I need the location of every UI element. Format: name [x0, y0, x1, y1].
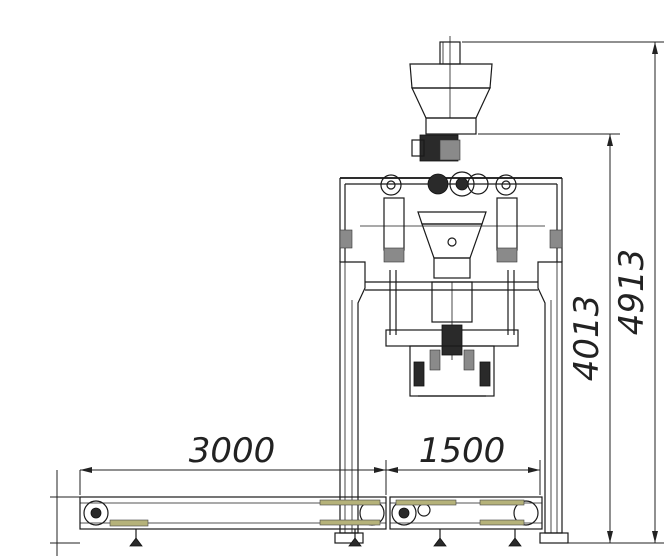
- gantry-top-beam: [339, 177, 563, 262]
- weigh-hopper: [417, 211, 487, 279]
- feeder-motor: [411, 134, 461, 162]
- inlet-pipe: [439, 36, 461, 65]
- hopper: [409, 63, 493, 135]
- dimension-4013: 4013: [478, 133, 620, 543]
- side-cylinders: [383, 197, 518, 263]
- dimension-label-4913: 4913: [612, 249, 652, 336]
- dimension-1500: 1500: [386, 431, 541, 495]
- dimension-label-3000: 3000: [189, 431, 276, 471]
- dimension-label-1500: 1500: [419, 431, 506, 471]
- dimension-height-conveyor: [50, 470, 80, 556]
- dimension-label-4013: 4013: [567, 295, 607, 382]
- frame-left-leg: [339, 229, 366, 534]
- leg-feet: [334, 532, 569, 544]
- conveyor-long: [79, 496, 387, 547]
- frame-cross-beam: [365, 281, 538, 291]
- frame-right-leg: [537, 229, 563, 534]
- filling-head: [385, 270, 519, 397]
- gantry-wheels: [380, 171, 517, 197]
- dimension-4913: 4913: [462, 41, 664, 544]
- dimension-3000: 3000: [79, 431, 387, 495]
- conveyor-short: [389, 496, 543, 547]
